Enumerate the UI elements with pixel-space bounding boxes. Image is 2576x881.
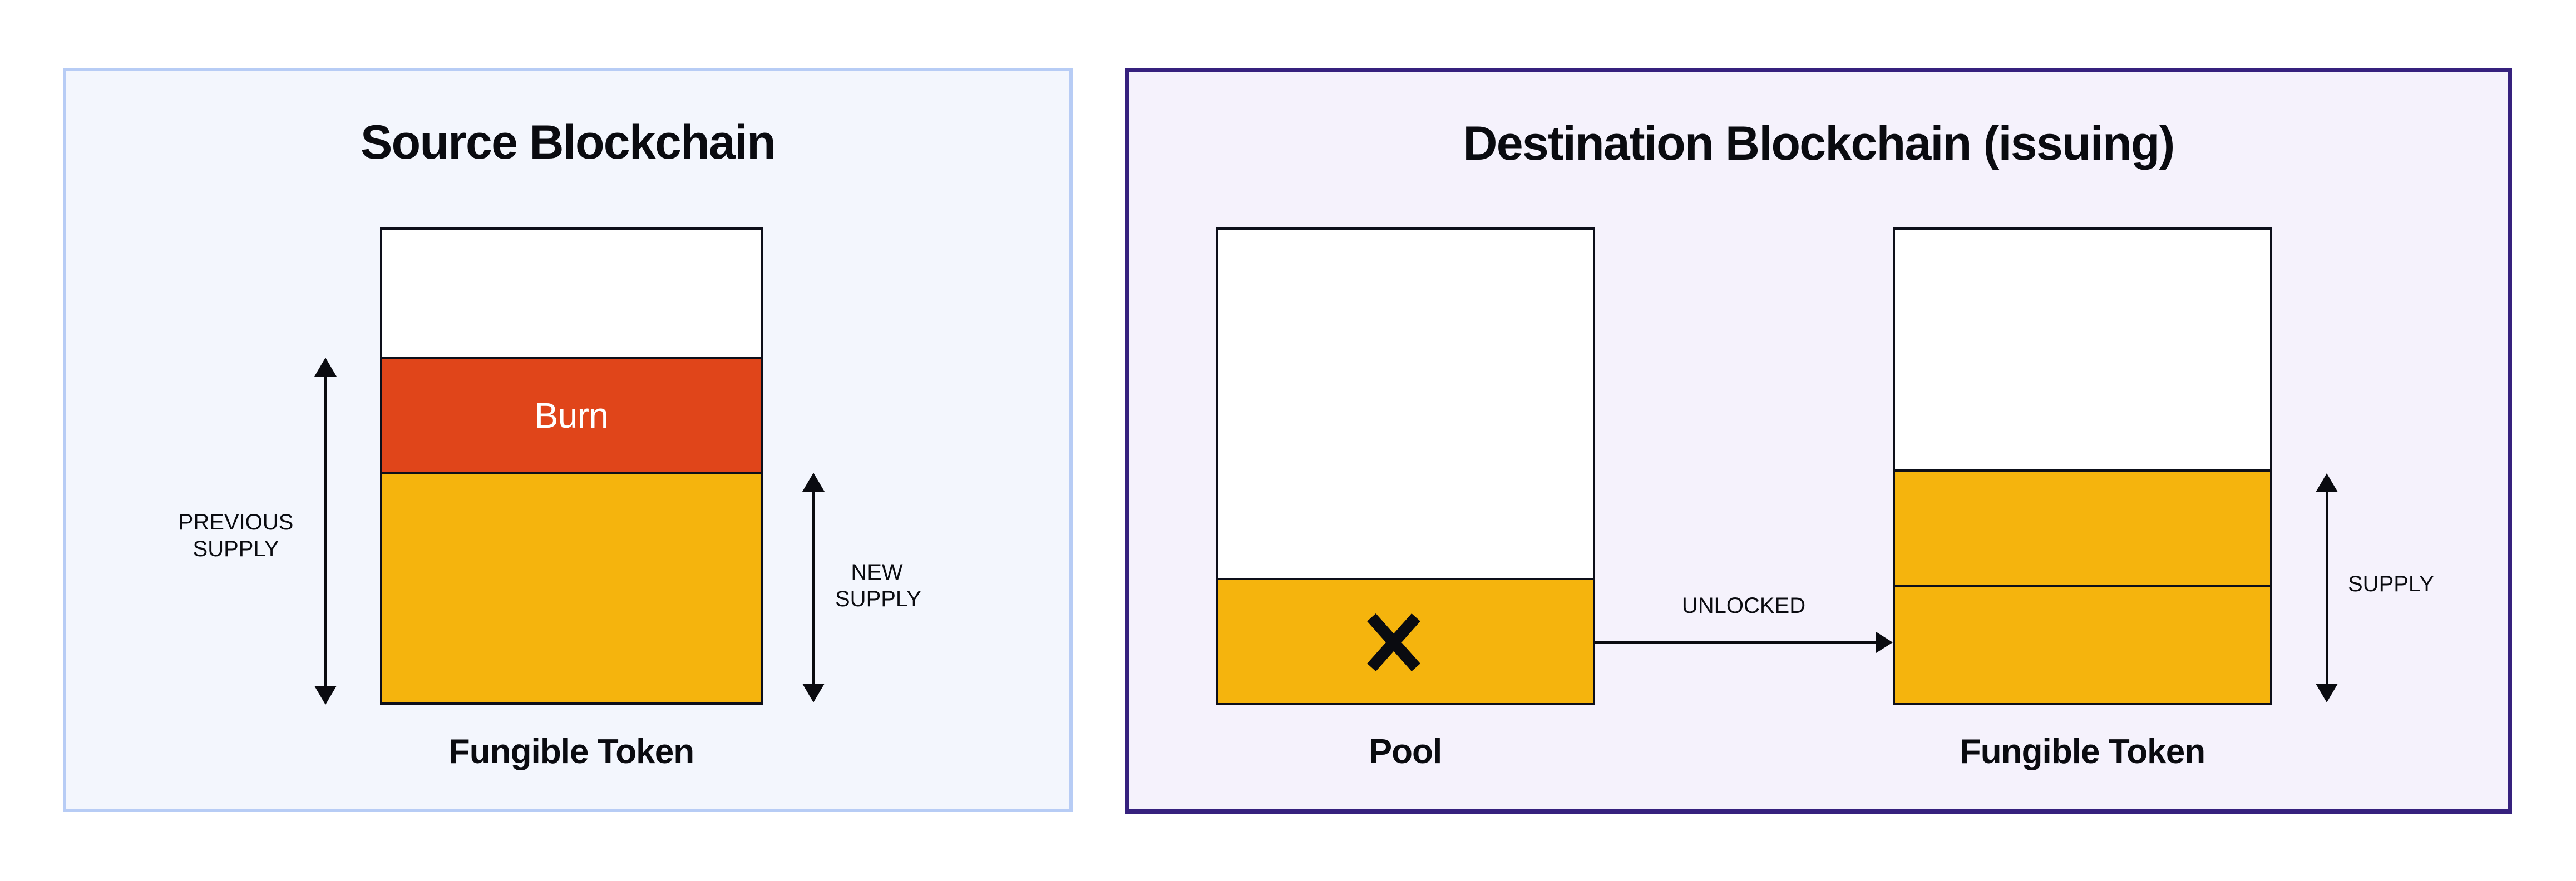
destination-bar-caption: Fungible Token — [1960, 732, 2205, 771]
destination-panel-title: Destination Blockchain (issuing) — [1463, 117, 2175, 170]
pool-caption: Pool — [1369, 732, 1443, 771]
pool-bar-empty-segment — [1218, 230, 1593, 578]
pool-bar — [1216, 227, 1595, 705]
previous-supply-double-arrow-icon — [314, 358, 337, 705]
source-bar-burn-segment: Burn — [382, 357, 761, 472]
arrow-head-down — [314, 686, 337, 705]
cross-x-icon — [1366, 613, 1422, 675]
arrow-head-down — [802, 684, 825, 702]
supply-label: SUPPLY — [2348, 572, 2434, 596]
destination-bar-unlocked-segment — [1895, 585, 2270, 703]
previous-supply-label: PREVIOUS SUPPLY — [147, 509, 325, 562]
new-supply-label-line1: NEW — [851, 560, 903, 585]
source-bar-caption: Fungible Token — [448, 732, 694, 771]
pool-bar-locked-segment — [1218, 578, 1593, 703]
previous-supply-label-line1: PREVIOUS — [178, 510, 294, 534]
arrow-shaft — [2326, 489, 2328, 687]
destination-token-bar — [1893, 227, 2272, 705]
source-bar-new-supply-segment — [382, 472, 761, 702]
arrow-head-down — [2316, 684, 2338, 702]
source-token-bar: Burn — [380, 227, 763, 705]
new-supply-double-arrow-icon — [802, 473, 825, 702]
destination-bar-minted-segment — [1895, 469, 2270, 585]
source-bar-empty-segment — [382, 230, 761, 357]
new-supply-label: NEW SUPPLY — [835, 559, 921, 612]
unlocked-right-arrow-icon — [1595, 631, 1893, 654]
arrow-head-right — [1876, 632, 1893, 653]
supply-double-arrow-icon — [2316, 473, 2338, 702]
source-panel-title: Source Blockchain — [360, 116, 776, 169]
new-supply-label-line2: SUPPLY — [835, 587, 921, 611]
previous-supply-label-line2: SUPPLY — [193, 537, 279, 561]
burn-label: Burn — [534, 395, 609, 435]
destination-bar-empty-segment — [1895, 230, 2270, 469]
unlocked-label: UNLOCKED — [1681, 593, 1806, 618]
arrow-shaft — [812, 488, 815, 687]
arrow-shaft — [324, 373, 327, 689]
arrow-shaft — [1595, 641, 1878, 644]
